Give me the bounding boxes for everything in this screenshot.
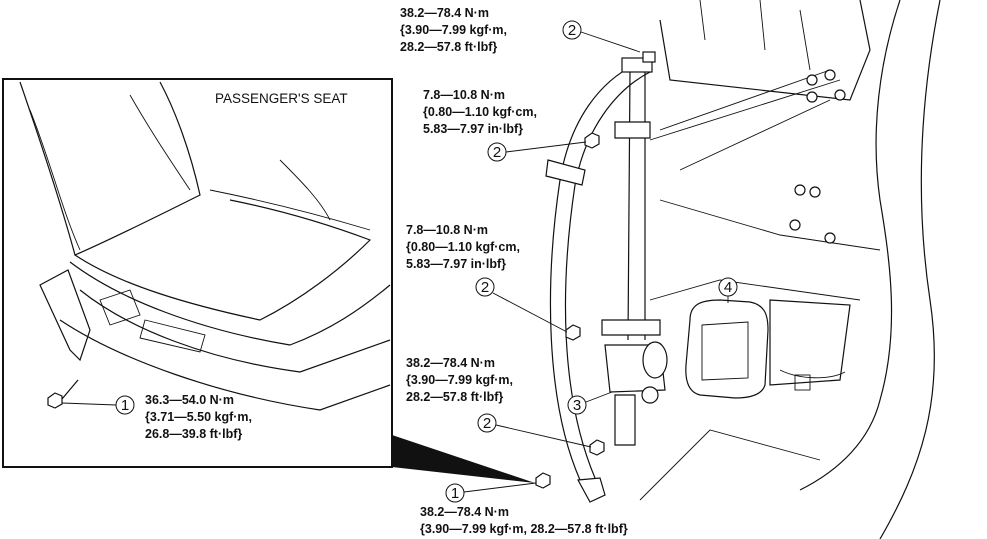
bolts-cluster [789,69,846,244]
trim-cover [685,299,769,399]
callout-4-trim [718,277,738,297]
torque-middle-line1: 7.8—10.8 N·m [406,223,488,237]
torque-anchor-line2: {3.90—7.99 kgf·m, 28.2—57.8 ft·lbf} [420,522,628,536]
callout-number: 2 [568,22,576,39]
torque-upper-guide-line1: 7.8—10.8 N·m [423,88,505,102]
callout-1-anchor [445,483,465,503]
callout-number: 2 [481,279,489,296]
inset-pointer [392,435,535,483]
callout-number: 2 [483,415,491,432]
callout-number: 1 [121,397,129,414]
callout-2-middle [475,277,495,297]
torque-upper-guide-line3: 5.83—7.97 in·lbf} [423,122,523,136]
torque-lower-line2: {3.90—7.99 kgf·m, [406,373,513,387]
torque-middle-line3: 5.83—7.97 in·lbf} [406,257,506,271]
inset-title: PASSENGER'S SEAT [215,91,348,106]
torque-top-line2: {3.90—7.99 kgf·m, [400,23,507,37]
torque-seat-line1: 36.3—54.0 N·m [145,393,234,407]
torque-seat-line3: 26.8—39.8 ft·lbf} [145,427,242,441]
lower-anchor [535,472,606,503]
torque-seat-line2: {3.71—5.50 kgf·m, [145,410,252,424]
callout-number: 4 [724,279,732,296]
callout-number: 3 [573,397,581,414]
seat-belt-webbing [545,51,661,481]
seat-drawing [19,81,391,411]
callout-3-retractor [567,395,587,415]
retractor [589,341,668,456]
callout-number: 1 [451,485,459,502]
torque-lower-line3: 28.2—57.8 ft·lbf} [406,390,503,404]
seat-bolt [47,379,79,409]
passenger-seat-inset: PASSENGER'S SEAT 1 36.3—54.0 N·m {3.71—5… [2,78,535,483]
torque-middle-line2: {0.80—1.10 kgf·cm, [406,240,520,254]
callout-2-upper-guide [487,142,507,162]
callout-2-top [562,20,582,40]
belt-guide [545,159,586,186]
callout-1-seat [115,395,135,415]
torque-upper-guide-line2: {0.80—1.10 kgf·cm, [423,105,537,119]
torque-anchor-line1: 38.2—78.4 N·m [420,505,509,519]
callout-2-lower [477,413,497,433]
torque-top-line1: 38.2—78.4 N·m [400,6,489,20]
torque-top-line3: 28.2—57.8 ft·lbf} [400,40,497,54]
callout-number: 2 [493,144,501,161]
torque-lower-line1: 38.2—78.4 N·m [406,356,495,370]
body-structure [639,0,941,539]
